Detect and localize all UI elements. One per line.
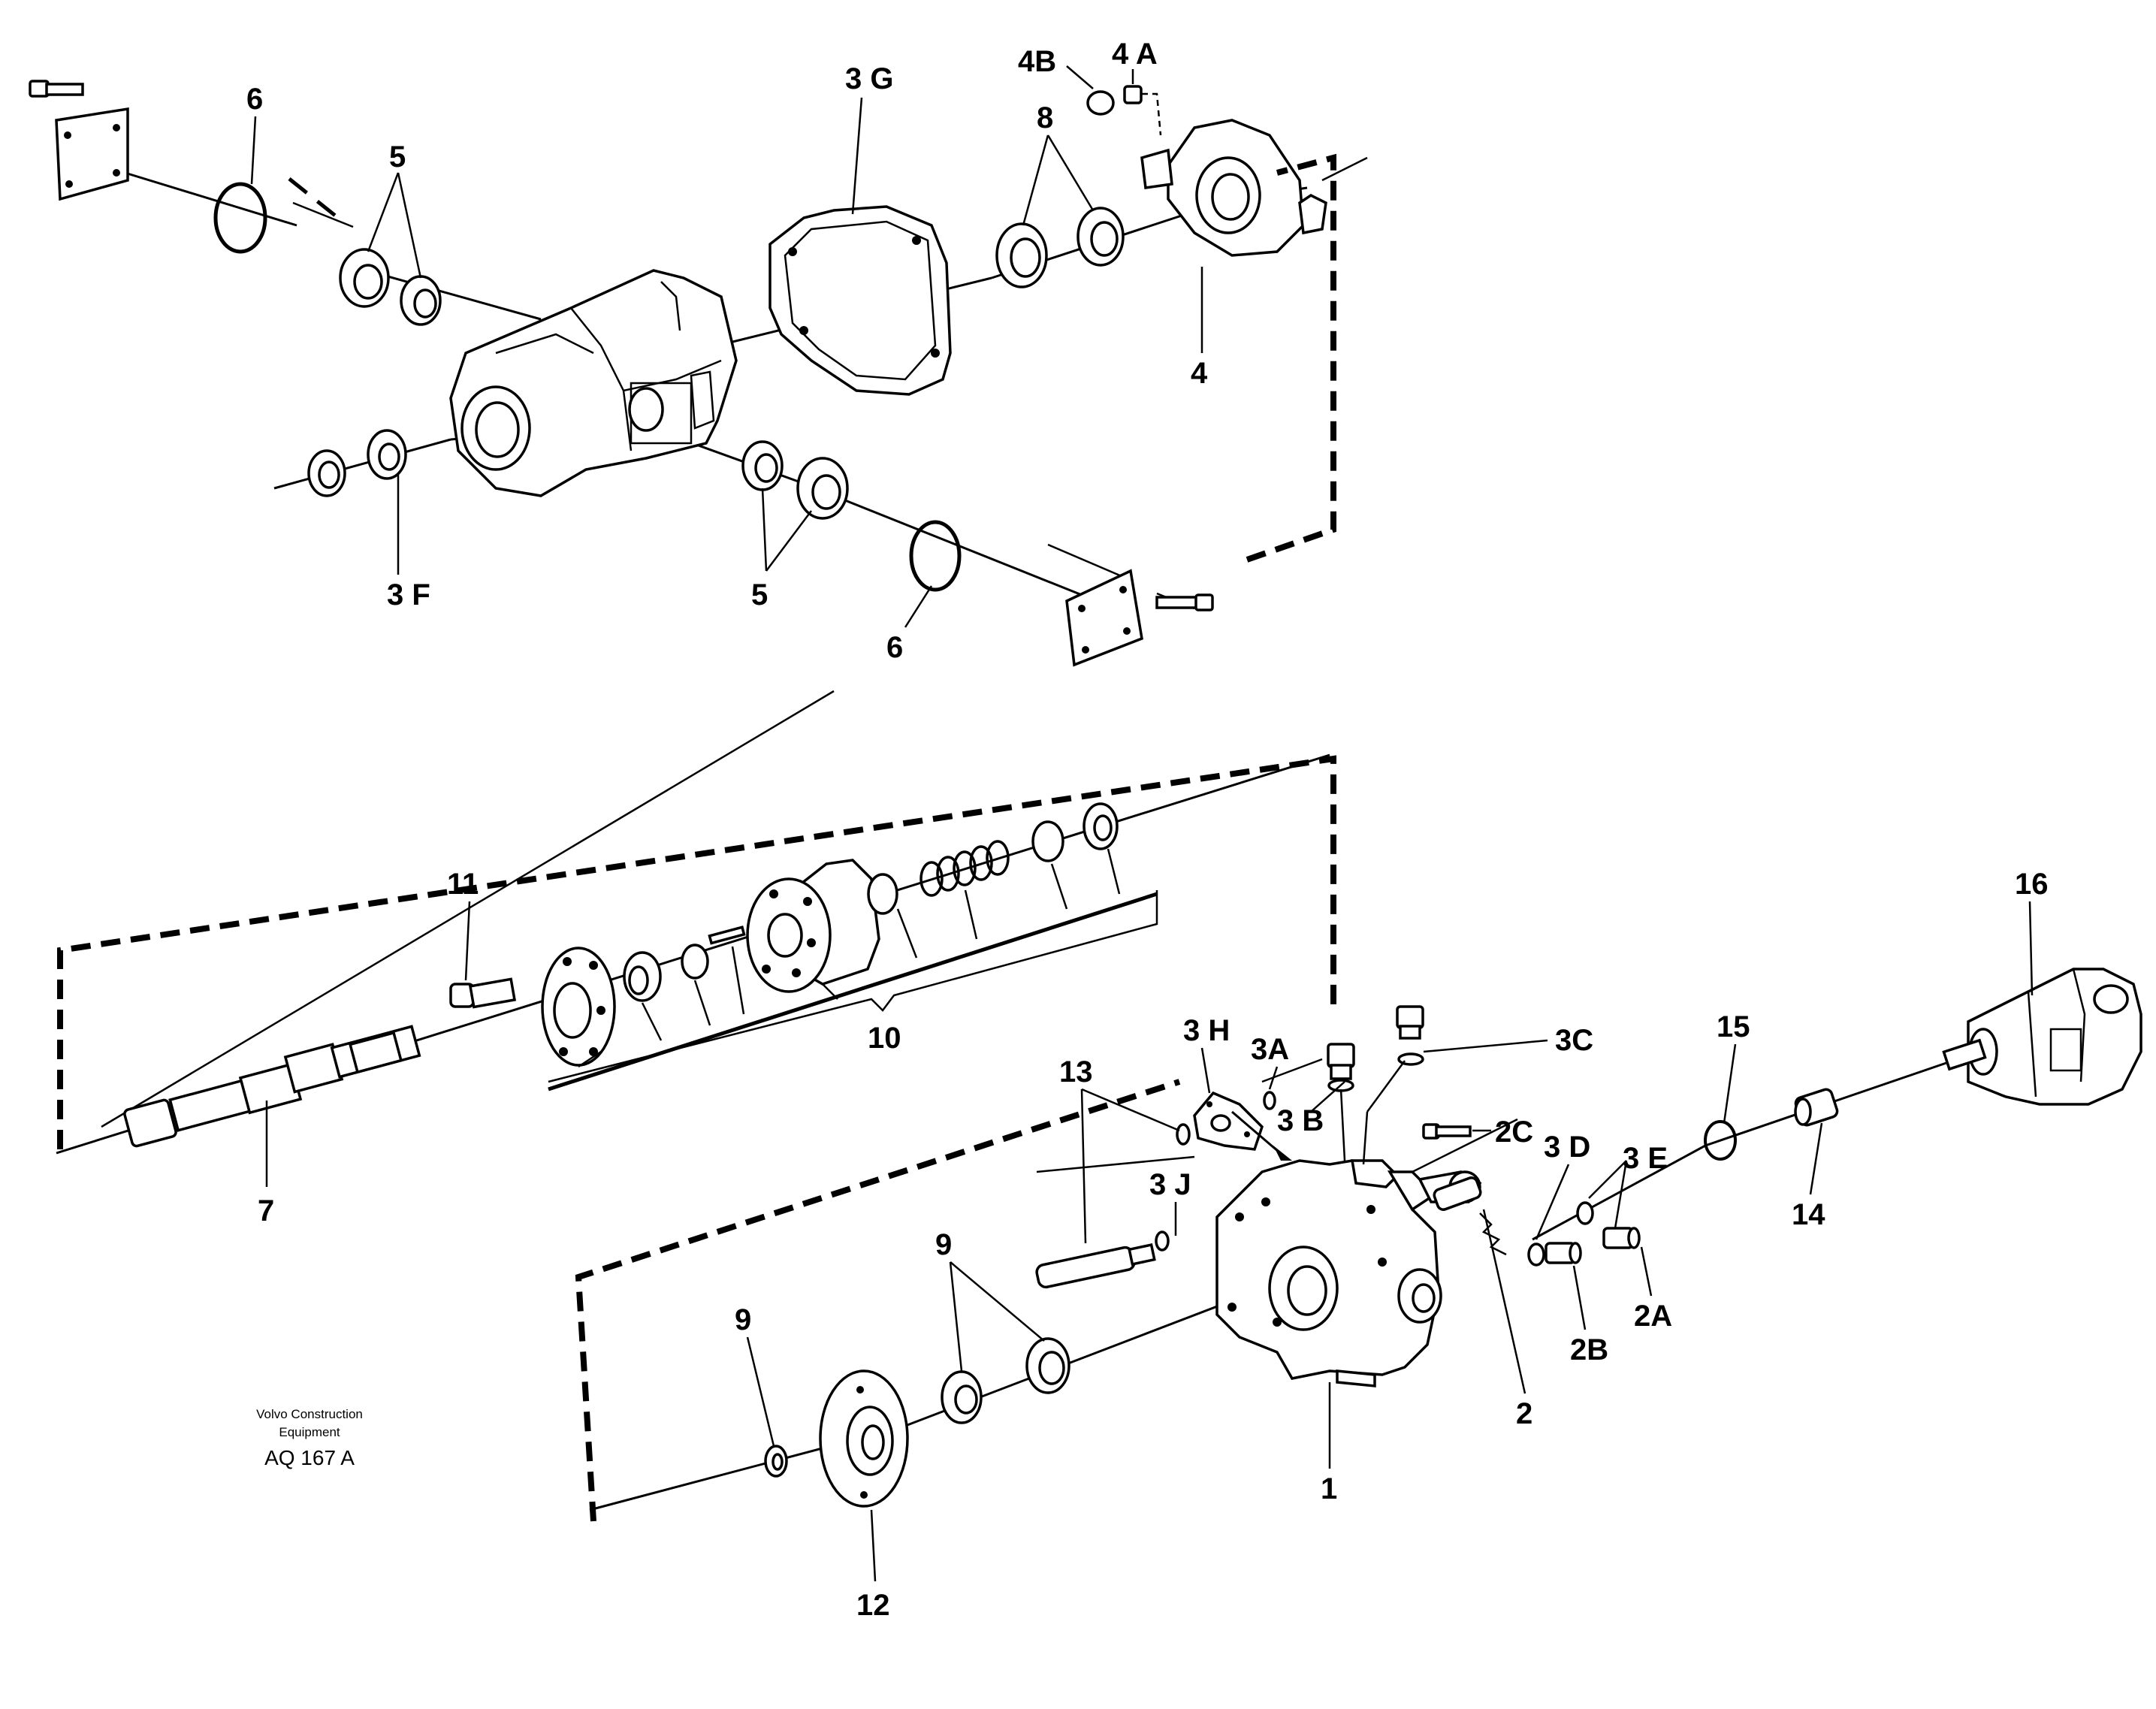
credit-line-1: Volvo Construction [256, 1407, 363, 1421]
bushing-10 [623, 951, 662, 1002]
bearing-cone-8 [1076, 207, 1125, 267]
label-4b: 4B [1018, 45, 1056, 78]
ring-9 [764, 1445, 788, 1478]
shaft-assembly [56, 690, 1336, 1155]
ring-3e [1576, 1201, 1594, 1225]
label-3h: 3 H [1183, 1014, 1230, 1047]
label-3g: 3 G [845, 62, 893, 95]
label-5-bottom: 5 [751, 578, 768, 611]
bolt-11 [449, 977, 517, 1009]
o-ring-6-bottom [909, 520, 962, 592]
label-3j: 3 J [1149, 1168, 1191, 1201]
label-12: 12 [856, 1589, 890, 1622]
washer-10 [867, 873, 898, 915]
spring-seat-10 [1031, 820, 1064, 862]
label-3d: 3 D [1544, 1131, 1590, 1164]
pin-13 [1035, 1123, 1191, 1289]
bolt-top [29, 80, 84, 98]
plug-2b [1545, 1242, 1582, 1264]
arrow-3b [1273, 1146, 1292, 1161]
port-plate-10 [541, 947, 616, 1067]
label-16: 16 [2015, 868, 2049, 901]
label-2c: 2C [1495, 1116, 1533, 1149]
part-labels: 6 5 3 G 4B 4 A 8 4 3 F 5 6 11 10 7 3 H 3… [246, 38, 2049, 1622]
label-5-top: 5 [389, 140, 406, 174]
label-13: 13 [1059, 1055, 1093, 1089]
valve-2 [1433, 1176, 1507, 1256]
cover-plate-top [55, 107, 129, 201]
label-3c: 3C [1555, 1024, 1593, 1057]
label-3a: 3A [1251, 1033, 1289, 1066]
retainer-10 [1083, 802, 1119, 850]
label-4a: 4 A [1112, 38, 1158, 71]
spring-10 [919, 840, 1010, 897]
label-11: 11 [447, 868, 479, 901]
bearing-3f [307, 429, 407, 497]
plug-4b [1086, 90, 1115, 116]
bearing-cup-8 [995, 222, 1048, 288]
bolt-bottom [1155, 593, 1214, 611]
cylinder-block [746, 859, 880, 993]
plate-3h [1193, 1091, 1264, 1151]
screw-2c [1422, 1123, 1472, 1140]
label-1: 1 [1321, 1472, 1337, 1505]
bearing-5-bottom [741, 440, 849, 520]
bearing-cup-9 [1025, 1337, 1070, 1394]
top-assembly [29, 80, 1368, 667]
leader-lines [250, 65, 2034, 1582]
label-7: 7 [258, 1194, 274, 1227]
gasket-3g [768, 205, 952, 396]
flange-12 [819, 1369, 909, 1508]
credit-block: Volvo Construction Equipment AQ 167 A [256, 1407, 363, 1469]
credit-line-2: Equipment [279, 1425, 340, 1439]
drawing-code: AQ 167 A [264, 1446, 355, 1469]
plug-2a [1602, 1227, 1641, 1249]
label-2: 2 [1516, 1397, 1532, 1430]
label-3f: 3 F [387, 578, 430, 611]
o-ring-6-top [213, 182, 267, 254]
bearing-cup-5-top [339, 248, 390, 308]
pump-16 [1942, 968, 2142, 1106]
coupling-14 [1794, 1088, 1839, 1127]
pump-housing [449, 269, 738, 497]
bearing-cone-9 [941, 1370, 983, 1424]
label-10: 10 [868, 1022, 901, 1055]
shaft-7 [123, 1025, 421, 1148]
label-9-left: 9 [735, 1303, 751, 1336]
label-2b: 2B [1570, 1333, 1608, 1366]
label-15: 15 [1717, 1010, 1750, 1043]
label-6-top: 6 [246, 83, 263, 116]
cover-plate-bottom [1065, 569, 1143, 667]
label-14: 14 [1792, 1198, 1825, 1231]
ball-guide-10 [681, 944, 709, 980]
label-9-mid: 9 [935, 1228, 952, 1261]
label-8: 8 [1037, 101, 1053, 134]
label-4: 4 [1191, 357, 1208, 390]
o-ring-15 [1704, 1120, 1737, 1161]
nipple-4a [1123, 85, 1143, 104]
bearing-housing-4 [1140, 119, 1327, 257]
ring-3a [1263, 1091, 1276, 1110]
plug-3b [1327, 1043, 1355, 1161]
bearing-cone-5-top [400, 275, 442, 326]
label-2a: 2A [1634, 1300, 1672, 1333]
label-6-bottom: 6 [886, 631, 903, 664]
label-3b: 3 B [1277, 1104, 1324, 1137]
plug-3c [1362, 1005, 1424, 1165]
pin-10 [708, 925, 746, 945]
bottom-assembly [575, 968, 2142, 1522]
ring-3d [1527, 1242, 1545, 1267]
label-3e: 3 E [1623, 1142, 1668, 1175]
